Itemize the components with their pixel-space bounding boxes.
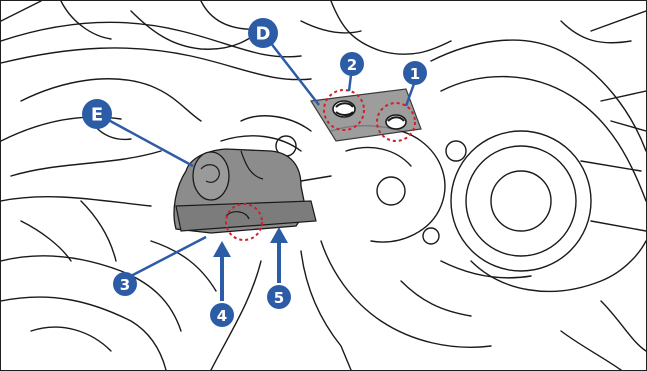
leader-line-1 (404, 80, 417, 107)
leader-line-d (262, 32, 320, 106)
callout-4-label: 4 (217, 307, 227, 325)
callout-d-label: D (256, 24, 271, 45)
callout-3: 3 (113, 272, 137, 296)
callout-5-label: 5 (274, 289, 284, 307)
leader-line-e (100, 114, 194, 168)
highlight-ring-3 (225, 203, 263, 241)
callout-2: 2 (340, 52, 364, 76)
callout-e-label: E (91, 105, 103, 126)
callout-d: D (248, 18, 278, 48)
leader-line-3 (128, 235, 207, 279)
callout-1: 1 (403, 61, 427, 85)
callout-1-label: 1 (410, 65, 420, 83)
arrow-up-icon (270, 227, 288, 283)
callout-3-label: 3 (120, 276, 130, 294)
callout-2-label: 2 (347, 56, 357, 74)
leader-line-2 (347, 74, 353, 92)
arrow-up-icon (213, 241, 231, 301)
component-e-highlight (173, 148, 317, 234)
callout-5: 5 (267, 285, 291, 309)
callout-e: E (82, 99, 112, 129)
bracket-d-highlight (309, 88, 422, 142)
callout-4: 4 (210, 303, 234, 327)
bolt-1-icon (385, 114, 407, 130)
bolt-2-icon (332, 100, 356, 118)
highlight-ring-2 (323, 89, 365, 131)
highlight-ring-1 (376, 102, 416, 142)
